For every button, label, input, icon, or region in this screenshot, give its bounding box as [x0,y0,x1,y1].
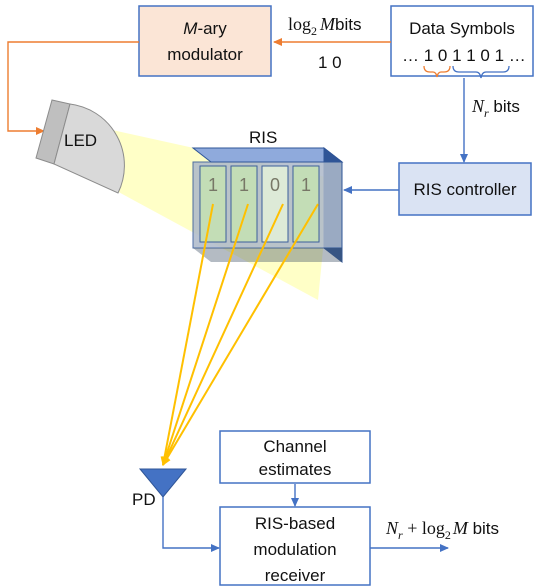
channel-estimates-line1: Channel [263,437,326,456]
receiver-line3: receiver [265,566,326,585]
beam-4 [162,203,319,466]
mod-bits-brace [423,65,451,78]
modulator-box [138,5,272,77]
ris-element-2 [230,165,258,243]
nr-bits-label: Nr bits [471,96,520,120]
pd-label: PD [132,490,156,509]
receiver-line2: modulation [253,540,336,559]
beam-3 [162,203,284,466]
ris-controller-box [398,162,532,216]
ris-element-3 [261,165,289,243]
channel-estimates-box [219,430,371,484]
reflected-beams [160,203,319,466]
ris-element-value-2: 1 [239,175,249,195]
modulator-line2: modulator [167,45,243,64]
mod-bits-value: 1 0 [318,53,342,72]
receiver-box [219,506,371,586]
ris-element-value-3: 0 [270,175,280,195]
beam-1 [160,203,214,466]
photodetector-pd [138,468,188,498]
data-symbols-box [390,5,534,77]
data-symbols-sequence: … 1 0 1 1 0 1 … [402,46,526,65]
ris-element-value-4: 1 [301,175,311,195]
ris-element-value-1: 1 [208,175,218,195]
ris-element-4 [292,165,320,243]
ris-bits-brace [452,65,510,79]
ris-label: RIS [249,128,277,147]
beam-2 [161,203,249,466]
pd-to-receiver-arrow [162,497,220,552]
led [35,99,125,194]
receiver-line1: RIS-based [255,514,335,533]
modulator-to-led-arrow [7,41,139,135]
ris-controller-label: RIS controller [414,180,517,199]
data-symbols-title: Data Symbols [409,19,515,38]
led-label: LED [64,131,97,150]
modulator-line1: M-ary [183,19,227,38]
channel-estimates-line2: estimates [259,460,332,479]
